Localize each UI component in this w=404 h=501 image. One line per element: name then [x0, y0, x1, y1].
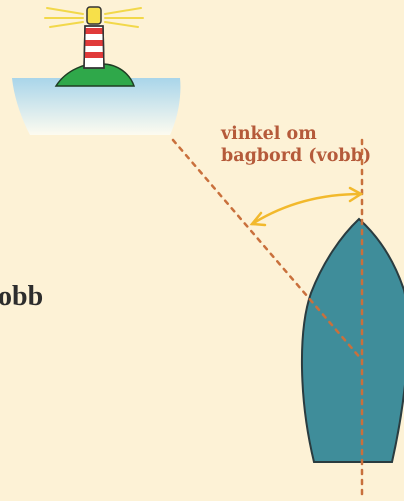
lighthouse — [84, 7, 104, 68]
lighthouse-scene — [12, 7, 180, 135]
angle-label: vinkel om bagbord (vobb) — [221, 123, 404, 167]
angle-label-line2: bagbord (vobb) — [221, 145, 404, 167]
angle-label-line1: vinkel om — [221, 123, 404, 145]
angle-arc — [252, 188, 361, 225]
boat-hull — [302, 219, 404, 462]
side-text: obb — [0, 281, 43, 313]
